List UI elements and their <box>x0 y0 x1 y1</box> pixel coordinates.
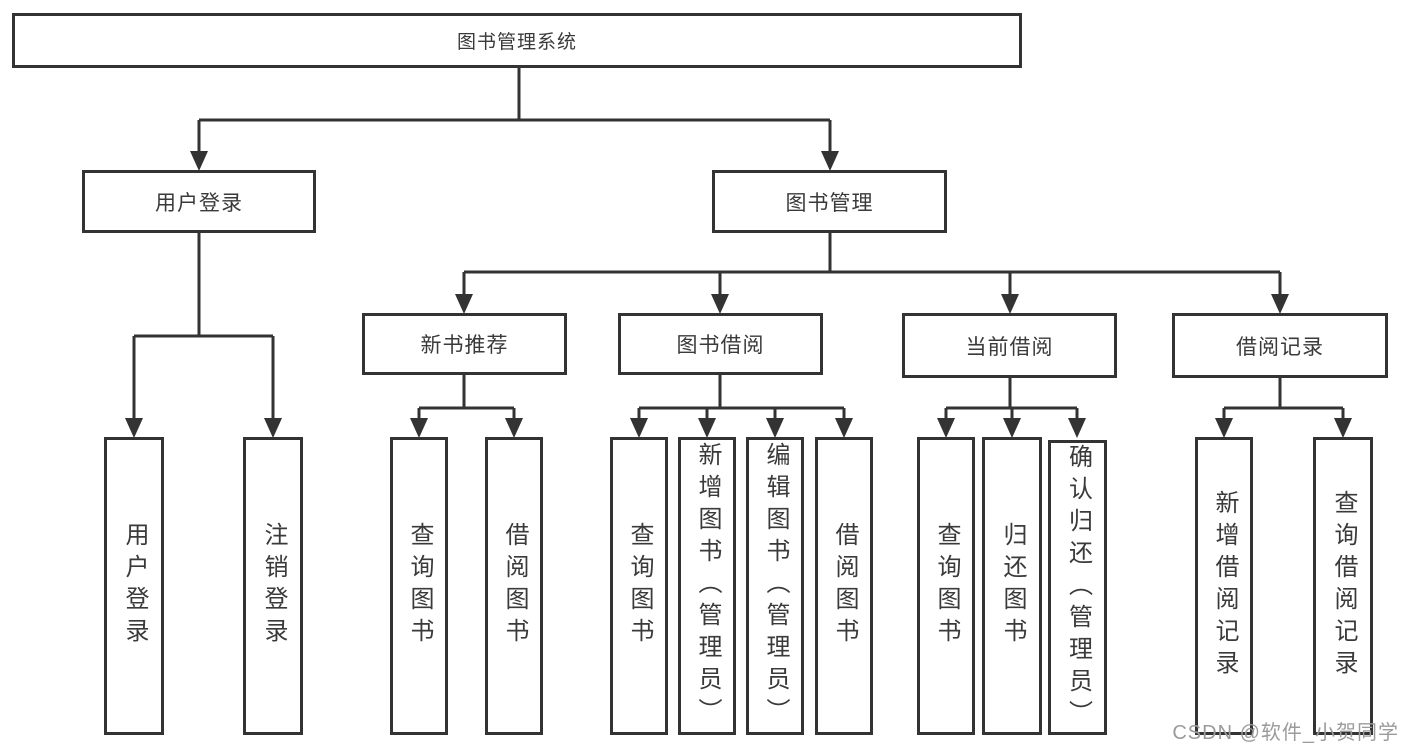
leaf-return-book: 归还图书 <box>982 437 1042 735</box>
arrowhead <box>1001 294 1019 314</box>
arrowhead <box>1215 418 1233 438</box>
arrowhead <box>630 418 648 438</box>
csdn-watermark: CSDN @软件_小贺同学 <box>1172 722 1399 744</box>
node-current-borrowing: 当前借阅 <box>902 313 1117 378</box>
node-book-management-module: 图书管理 <box>712 170 947 233</box>
node-borrowing-records: 借阅记录 <box>1172 313 1388 378</box>
node-user-login-module: 用户登录 <box>82 170 316 233</box>
leaf-query-borrow-record: 查询借阅记录 <box>1313 437 1373 735</box>
arrowhead <box>455 294 473 314</box>
arrowhead <box>711 294 729 314</box>
node-book-borrowing: 图书借阅 <box>618 313 823 375</box>
leaf-borrow-books-borrowing: 借阅图书 <box>815 437 873 735</box>
arrowhead <box>1334 418 1352 438</box>
arrowhead <box>937 418 955 438</box>
arrowhead <box>1271 294 1289 314</box>
arrowhead <box>1068 418 1086 438</box>
leaf-add-borrow-record: 新增借阅记录 <box>1195 437 1253 735</box>
arrowheads <box>125 151 1352 438</box>
arrowhead <box>505 418 523 438</box>
leaf-query-books-borrowing: 查询图书 <box>610 437 668 735</box>
arrowhead <box>766 418 784 438</box>
tree-edges <box>132 66 1345 423</box>
node-library-management-system: 图书管理系统 <box>12 13 1022 68</box>
arrowhead <box>835 418 853 438</box>
leaf-query-books-recommend: 查询图书 <box>390 437 448 735</box>
leaf-confirm-return-admin: 确认归还（管理员） <box>1048 440 1107 735</box>
arrowhead <box>264 418 282 438</box>
arrowhead <box>698 418 716 438</box>
node-new-book-recommend: 新书推荐 <box>362 313 567 375</box>
arrowhead <box>410 418 428 438</box>
leaf-add-book-admin: 新增图书（管理员） <box>678 437 736 735</box>
leaf-edit-book-admin: 编辑图书（管理员） <box>746 437 804 735</box>
arrowhead <box>1003 418 1021 438</box>
leaf-logout: 注销登录 <box>243 437 303 735</box>
arrowhead <box>821 151 839 171</box>
arrowhead <box>190 151 208 171</box>
leaf-user-login: 用户登录 <box>104 437 164 735</box>
leaf-borrow-books-recommend: 借阅图书 <box>485 437 543 735</box>
arrowhead <box>125 418 143 438</box>
leaf-query-books-current: 查询图书 <box>917 437 975 735</box>
